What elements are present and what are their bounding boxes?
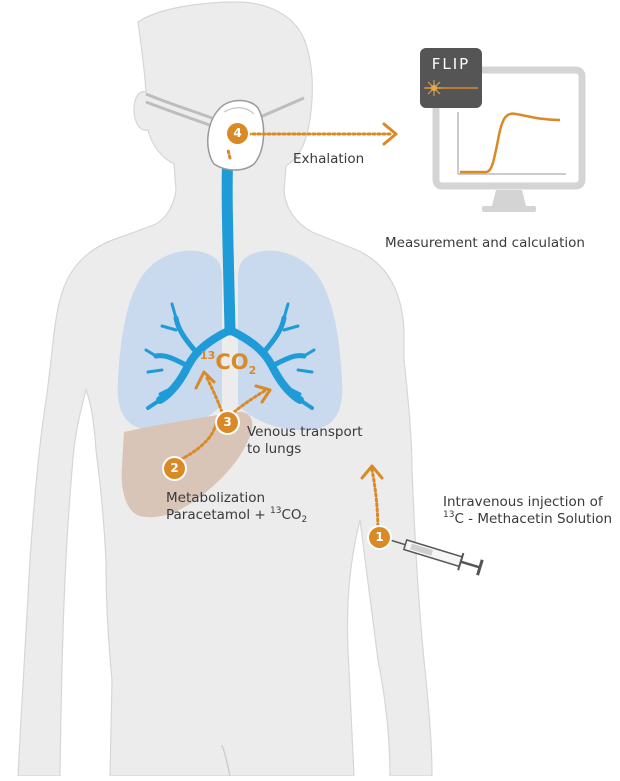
waist-line [221,744,231,777]
laser-burst-icon [426,80,442,96]
flip-logo [420,48,482,108]
airways [144,144,316,410]
co2-marker-subscript: 2 [248,364,257,377]
metabolization-product: Paracetamol + [166,507,270,523]
path-trachea [226,148,232,160]
injection-line2: 13C - Methacetin Solution [443,511,612,528]
step-3-marker: 3 [217,412,238,433]
monitor-neck [492,190,526,206]
arrowhead-co2-left [194,370,216,390]
co2-marker-molecule: CO [215,350,249,374]
venous-transport-line2: to lungs [247,441,302,457]
injection-isotope: 13 [443,510,455,520]
body [17,1,433,777]
right-lung [238,250,343,431]
venous-transport-line1: Venous transport [247,424,363,440]
injection-line1: Intravenous injection of [443,494,603,510]
mask-strap [145,92,213,128]
metabolization-subscript: 2 [301,515,308,525]
venous-transport-label: Venous transport to lungs [247,424,363,458]
mask-inner [223,107,255,115]
metabolization-isotope: 13 [269,506,282,516]
path-co2-right [232,388,268,414]
injection-substance: C - Methacetin Solution [454,511,613,527]
monitor [420,48,586,212]
arrowhead-co2-right [254,384,272,404]
syringe [384,537,484,576]
path-co2-left [204,374,224,414]
exhalation-label: Exhalation [293,151,365,167]
monitor-base [482,206,536,212]
arrowhead-exhalation [382,122,398,146]
metabolization-line1: Metabolization [166,490,266,506]
step-4-marker: 4 [227,123,248,144]
liver [121,411,253,518]
injection-label: Intravenous injection of 13C - Methaceti… [443,494,612,528]
co2-marker-isotope: 13 [200,349,216,362]
co2-marker: 13CO2 [200,349,257,377]
logo-text: FLIP [431,55,471,73]
arrowhead-injection [360,464,384,480]
measurement-label: Measurement and calculation [385,235,585,251]
metabolization-label: Metabolization Paracetamol + 13CO2 [166,490,308,525]
trachea [221,144,236,336]
step-1-marker: 1 [369,527,390,548]
step-2-marker: 2 [164,458,185,479]
metabolization-molecule: CO [281,507,302,523]
metabolization-line2: Paracetamol + 13CO2 [166,506,308,525]
measurement-curve [460,112,561,174]
